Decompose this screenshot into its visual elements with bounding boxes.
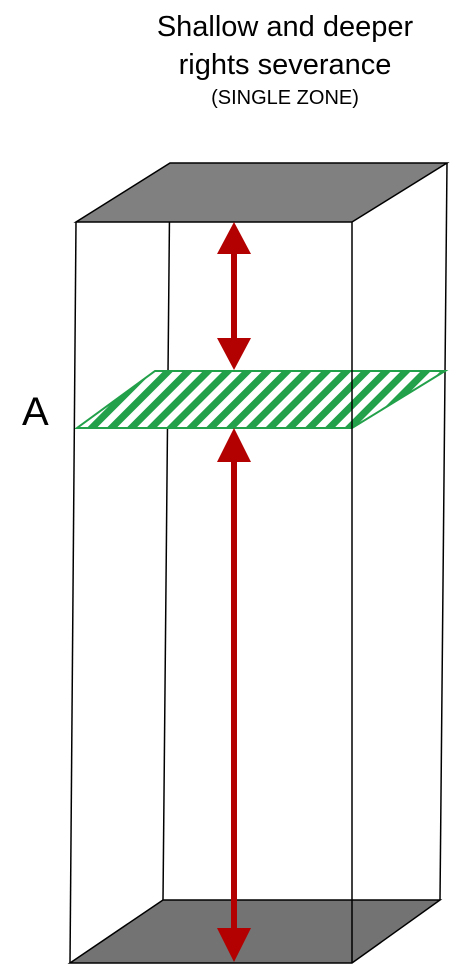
deeper-rights-arrow	[217, 428, 251, 962]
top-surface	[73, 162, 450, 223]
severance-plane	[73, 370, 449, 429]
title-line-2: rights severance	[178, 49, 392, 81]
subtitle: (SINGLE ZONE)	[211, 87, 359, 109]
front-left-edge	[69, 221, 77, 964]
back-left-edge	[162, 162, 171, 901]
bottom-surface	[67, 899, 443, 964]
plane-label: A	[22, 390, 49, 434]
title-line-1: Shallow and deeper	[156, 11, 414, 43]
back-right-edge	[439, 162, 448, 901]
shallow-rights-arrow	[217, 222, 251, 370]
diagram-title: Shallow and deeper rights severance (SIN…	[110, 8, 460, 112]
